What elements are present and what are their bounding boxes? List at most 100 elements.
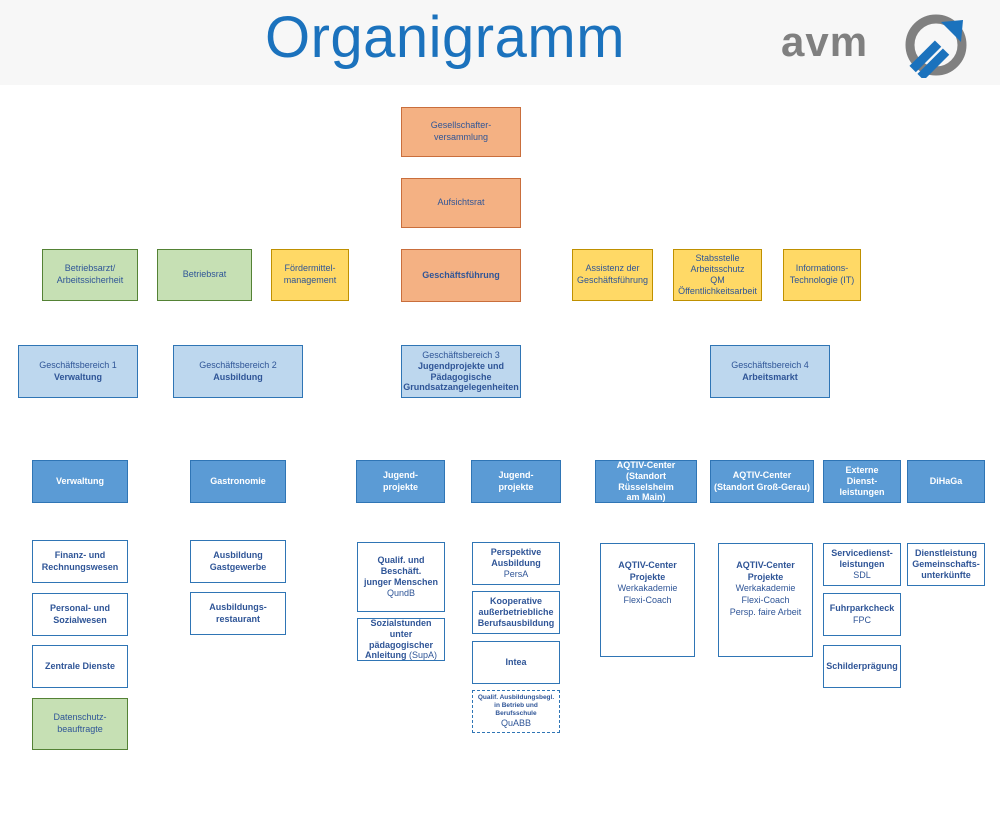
box-line: Sozialstunden: [370, 617, 432, 628]
geschaeftsbereich-1-box: Geschäftsbereich 1 Verwaltung: [18, 345, 138, 398]
box-line: Qualif. und Beschäft.: [377, 555, 425, 577]
box-line: Werkakademie: [617, 583, 678, 594]
box-line: Werkakademie: [735, 583, 796, 594]
box-line: versammlung: [433, 132, 489, 142]
box-line: Verwaltung: [55, 475, 104, 486]
box-line: Externe: [845, 465, 879, 476]
box-line: Geschäftsbereich 1: [39, 359, 117, 370]
box-line: QM: [710, 275, 725, 285]
geschaeftsbereich-3-box: Geschäftsbereich 3 Jugendprojekte und Pä…: [401, 345, 521, 398]
box-line: Persp. faire Arbeit: [729, 606, 802, 617]
gastronomie-dept-box: Gastronomie: [190, 460, 286, 503]
box-line: Projekte: [747, 571, 784, 582]
box-line: Jugend-: [498, 469, 534, 480]
box-line: Verwaltung: [53, 371, 102, 382]
box-line: in Betrieb und Berufsschule: [494, 702, 538, 717]
box-line: Qualif. Ausbildungsbegl.: [477, 694, 555, 702]
box-line: restaurant: [215, 613, 260, 624]
betriebsrat-box: Betriebsrat: [157, 249, 252, 301]
geschaeftsfuehrung-box: Geschäftsführung: [401, 249, 521, 302]
box-line: Dienstleistung: [914, 548, 977, 559]
box-line: Geschäftsbereich 3: [422, 349, 500, 360]
box-line: Rechnungswesen: [41, 561, 119, 572]
box-line: Fördermittel-: [284, 263, 336, 274]
box-line: Jugendprojekte und: [417, 360, 504, 371]
aqtiv-gross-gerau-dept-box: AQTIV-Center (Standort Groß-Gerau): [710, 460, 814, 503]
box-line: Projekte: [629, 571, 666, 582]
box-line: Technologie (IT): [789, 275, 855, 285]
box-line: Servicedienst-: [831, 548, 893, 559]
box-line: Betriebsarzt/: [64, 263, 116, 274]
box-line: management: [283, 275, 337, 285]
box-line: Dienst-: [846, 476, 878, 487]
box-line: Assistenz der: [585, 263, 640, 274]
externe-dienstleistungen-dept-box: Externe Dienst- leistungen: [823, 460, 901, 503]
stabsstelle-box: Stabsstelle Arbeitsschutz QM Öffentlichk…: [673, 249, 762, 301]
header: [0, 0, 1000, 85]
box-line: Ausbildung: [491, 558, 541, 569]
logo-text: avm: [781, 18, 869, 65]
jugendprojekte-2-dept-box: Jugend- projekte: [471, 460, 561, 503]
box-line: leistungen: [839, 486, 885, 497]
persa-unit-box: Perspektive Ausbildung PersA: [472, 542, 560, 585]
verwaltung-dept-box: Verwaltung: [32, 460, 128, 503]
box-line: (Standort Groß-Gerau): [714, 481, 810, 492]
it-box: Informations- Technologie (IT): [783, 249, 861, 301]
avm-logo: avm: [781, 10, 971, 80]
box-line: Öffentlichkeitsarbeit: [678, 285, 757, 296]
box-line: Flexi-Coach: [741, 595, 790, 606]
schilderpraegung-unit-box: Schilderprägung: [823, 645, 901, 688]
box-line: Kooperative: [489, 596, 542, 607]
box-line: AQTIV-Center: [616, 459, 676, 470]
box-line: Flexi-Coach: [623, 595, 672, 606]
aqtiv-ruesselsheim-dept-box: AQTIV-Center (Standort Rüsselsheim am Ma…: [595, 460, 697, 503]
box-line: Ausbildungs-: [209, 601, 267, 612]
box-line: Geschäftsführung: [576, 275, 649, 285]
kooperative-unit-box: Kooperative außerbetriebliche Berufsausb…: [472, 591, 560, 634]
box-line: AQTIV-Center: [618, 560, 677, 570]
personal-unit-box: Personal- und Sozialwesen: [32, 593, 128, 636]
box-line: Sozialwesen: [53, 614, 107, 625]
box-line: Perspektive: [490, 547, 542, 558]
fpc-unit-box: Fuhrparkcheck FPC: [823, 593, 901, 636]
box-line: Gastronomie: [210, 475, 266, 486]
sdl-unit-box: Servicedienst- leistungen SDL: [823, 543, 901, 586]
box-line: am Main): [626, 492, 666, 503]
box-line: Fuhrparkcheck: [829, 602, 895, 613]
box-line: Schilderprägung: [826, 660, 898, 671]
qundb-unit-box: Qualif. und Beschäft. junger Menschen Qu…: [357, 542, 445, 612]
ausbildung-gastgewerbe-unit-box: Ausbildung Gastgewerbe: [190, 540, 286, 583]
gesellschafterversammlung-box: Gesellschafter- versammlung: [401, 107, 521, 157]
box-line: Ausbildung: [213, 549, 263, 560]
box-line: Gastgewerbe: [209, 561, 267, 572]
dienstleistung-unit-box: Dienstleistung Gemeinschafts- unterkünft…: [907, 543, 985, 586]
aqtiv-projekte-gross-gerau-unit-box: AQTIV-Center Projekte Werkakademie Flexi…: [718, 543, 813, 657]
geschaeftsbereich-4-box: Geschäftsbereich 4 Arbeitsmarkt: [710, 345, 830, 398]
box-line: (SupA): [409, 650, 438, 661]
box-line: Grundsatzangelegenheiten: [403, 382, 519, 393]
box-line: unterkünfte: [921, 569, 971, 580]
dihaga-dept-box: DiHaGa: [907, 460, 985, 503]
box-line: Geschäftsbereich 2: [199, 359, 277, 370]
jugendprojekte-1-dept-box: Jugend- projekte: [356, 460, 445, 503]
geschaeftsbereich-2-box: Geschäftsbereich 2 Ausbildung: [173, 345, 303, 398]
box-line: projekte: [382, 481, 418, 492]
finanz-unit-box: Finanz- und Rechnungswesen: [32, 540, 128, 583]
box-line: Personal- und: [49, 602, 110, 613]
box-line: Geschäftsbereich 4: [731, 359, 809, 370]
box-line: Gesellschafter-: [430, 120, 492, 131]
box-line: Stabsstelle: [695, 253, 740, 264]
box-line: unter pädagogischer: [368, 628, 433, 650]
betriebsarzt-box: Betriebsarzt/ Arbeitssicherheit: [42, 249, 138, 301]
datenschutz-unit-box: Datenschutz- beauftragte: [32, 698, 128, 750]
aqtiv-projekte-ruesselsheim-unit-box: AQTIV-Center Projekte Werkakademie Flexi…: [600, 543, 695, 657]
box-line: Finanz- und: [54, 549, 106, 560]
box-line: Datenschutz-: [53, 712, 107, 723]
quabb-unit-box: Qualif. Ausbildungsbegl. in Betrieb und …: [472, 690, 560, 733]
box-line: Jugend-: [383, 469, 418, 480]
intea-unit-box: Intea: [472, 641, 560, 684]
box-line: Arbeitsmarkt: [742, 371, 798, 382]
box-line: SDL: [853, 569, 871, 580]
box-line: außerbetriebliche: [478, 607, 554, 618]
box-line: projekte: [498, 481, 534, 492]
